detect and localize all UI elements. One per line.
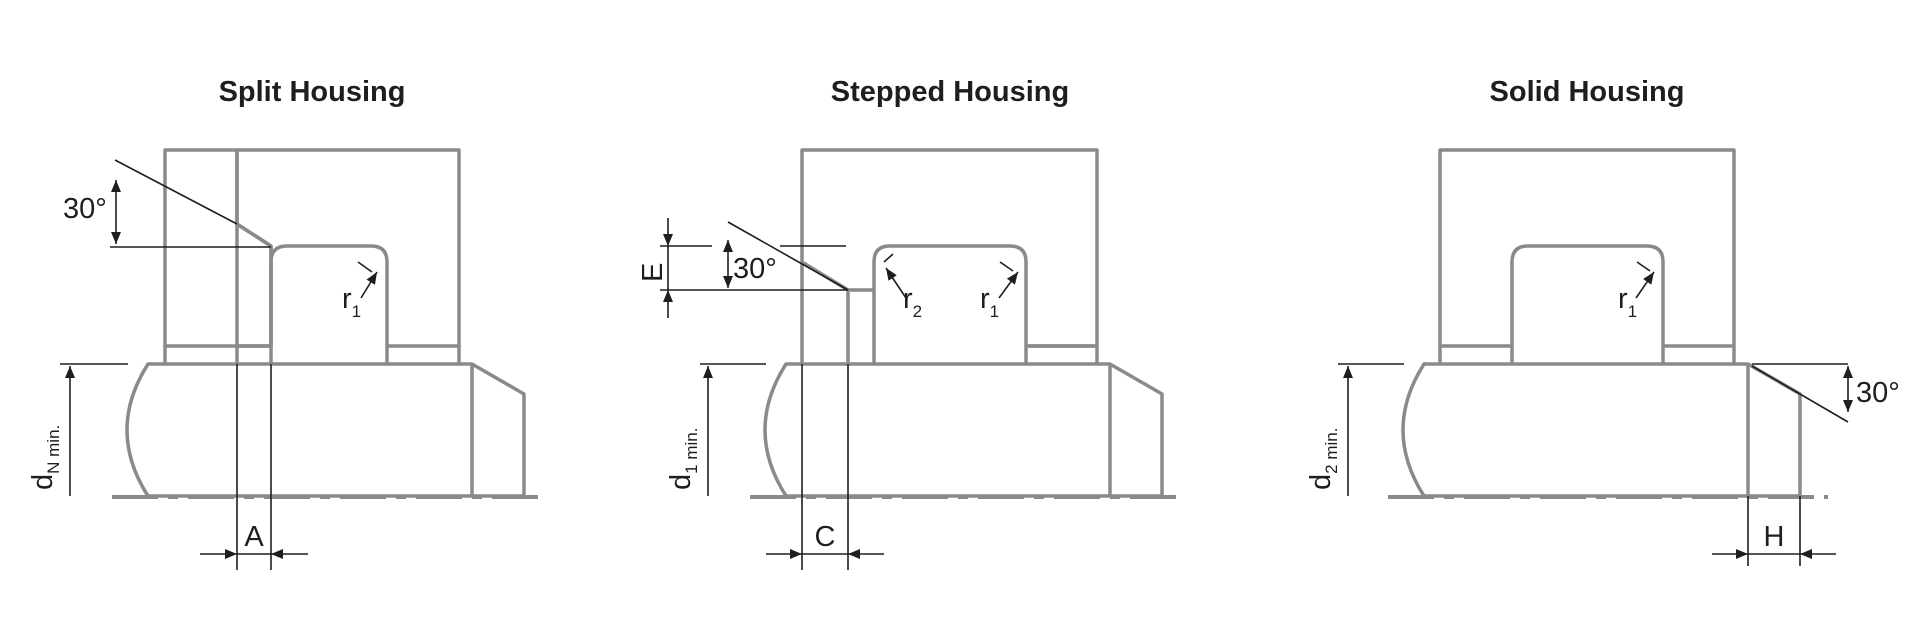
angle-label: 30°: [1856, 377, 1900, 409]
housing: [1438, 148, 1736, 348]
width-label: C: [815, 521, 836, 553]
panel-title: Stepped Housing: [831, 76, 1069, 108]
radius-label: r1: [342, 283, 361, 321]
radius-label: r1: [1618, 283, 1637, 321]
radius-label-r2: r2: [903, 283, 922, 321]
panel-title: Split Housing: [219, 76, 406, 108]
width-label: A: [244, 521, 264, 553]
housing-left-part: [163, 148, 273, 348]
shaft: [763, 362, 1164, 498]
diameter-label: d1 min.: [665, 428, 701, 490]
shaft: [125, 362, 526, 498]
width-label: H: [1764, 521, 1785, 553]
diameter-label: dN min.: [27, 425, 63, 490]
angle-label: 30°: [63, 193, 107, 225]
panel-split-housing: Split Housing 30° r1 dN min.: [27, 76, 540, 570]
diameter-label: d2 min.: [1305, 428, 1341, 490]
panel-solid-housing: Solid Housing 30° r1 d2 min.: [1305, 76, 1900, 566]
panel-stepped-housing: Stepped Housing E 30° r2: [637, 76, 1178, 570]
shaft: [1401, 362, 1802, 498]
housing: [800, 148, 1099, 348]
panel-title: Solid Housing: [1490, 76, 1685, 108]
radius-label-r1: r1: [980, 283, 999, 321]
angle-label: 30°: [733, 253, 777, 285]
height-label: E: [637, 263, 669, 282]
